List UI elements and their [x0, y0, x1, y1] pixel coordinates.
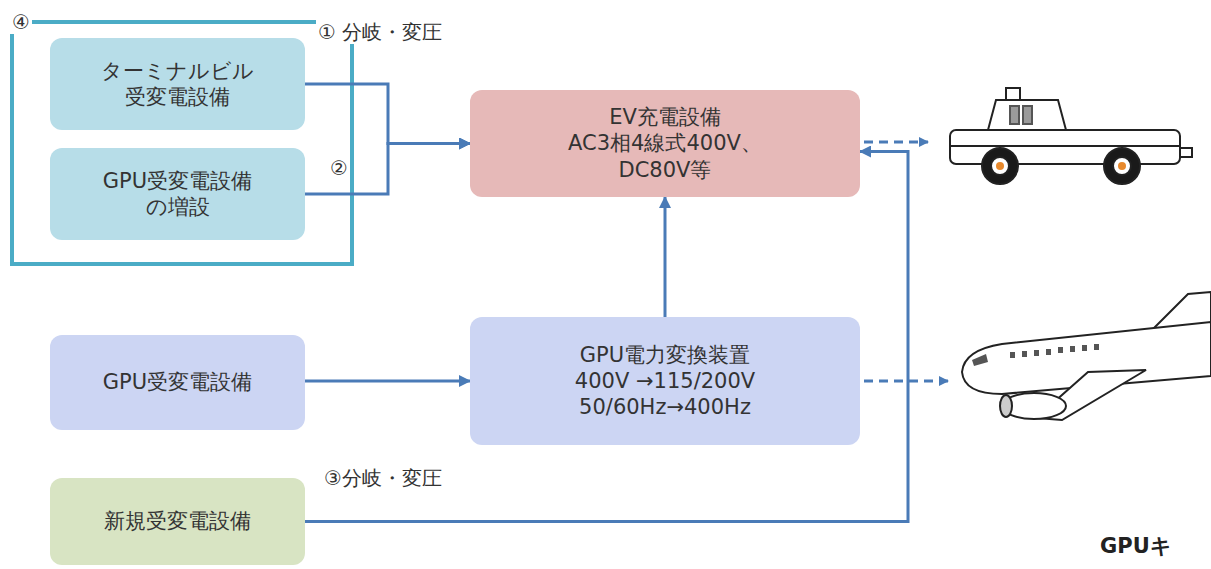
airplane	[962, 292, 1211, 420]
node-text: 400V →115/200V	[575, 368, 755, 394]
node-content: EV充電設備 AC3相4線式400V、 DC80V等	[568, 104, 762, 183]
dashed-arrow	[864, 141, 928, 144]
converter-box: GPU電力変換装置400V →115/200V50/60Hz→400Hz	[470, 317, 860, 445]
edge-label: ④	[10, 10, 32, 34]
node-content: GPU電力変換装置400V →115/200V50/60Hz→400Hz	[575, 342, 755, 421]
edge-label: ②	[328, 156, 350, 180]
node-text: GPU受変電設備	[103, 369, 252, 395]
edge-label: ③分岐・変圧	[322, 466, 444, 490]
node-text: ターミナルビル 受変電設備	[101, 58, 254, 111]
node-text: EV充電設備 AC3相4線式400V、 DC80V等	[568, 104, 762, 183]
power-line	[305, 152, 908, 522]
substation-box: ターミナルビル 受変電設備	[50, 38, 305, 130]
node-text: 新規受変電設備	[104, 508, 251, 534]
group-frame	[12, 22, 352, 264]
power-line	[664, 197, 667, 317]
node-text: 50/60Hz→400Hz	[579, 394, 751, 420]
charger-box: EV充電設備 AC3相4線式400V、 DC80V等	[470, 90, 860, 197]
dashed-arrow	[864, 380, 948, 383]
node-text: GPU電力変換装置	[580, 342, 750, 368]
node-content: ターミナルビル 受変電設備	[101, 58, 254, 111]
node-content: GPU受変電設備 の増設	[103, 168, 252, 221]
substation-box: GPU受変電設備	[50, 335, 305, 430]
power-line	[305, 144, 470, 195]
substation-box: GPU受変電設備 の増設	[50, 148, 305, 240]
node-text: GPU受変電設備 の増設	[103, 168, 252, 221]
node-content: GPU受変電設備	[103, 369, 252, 395]
node-content: 新規受変電設備	[104, 508, 251, 534]
caption-fragment: GPUキ	[1100, 532, 1172, 560]
towing-tractor	[950, 88, 1192, 184]
power-line	[305, 380, 470, 383]
edge-label: ① 分岐・変圧	[316, 20, 444, 44]
power-line	[305, 84, 470, 144]
substation-box: 新規受変電設備	[50, 478, 305, 565]
